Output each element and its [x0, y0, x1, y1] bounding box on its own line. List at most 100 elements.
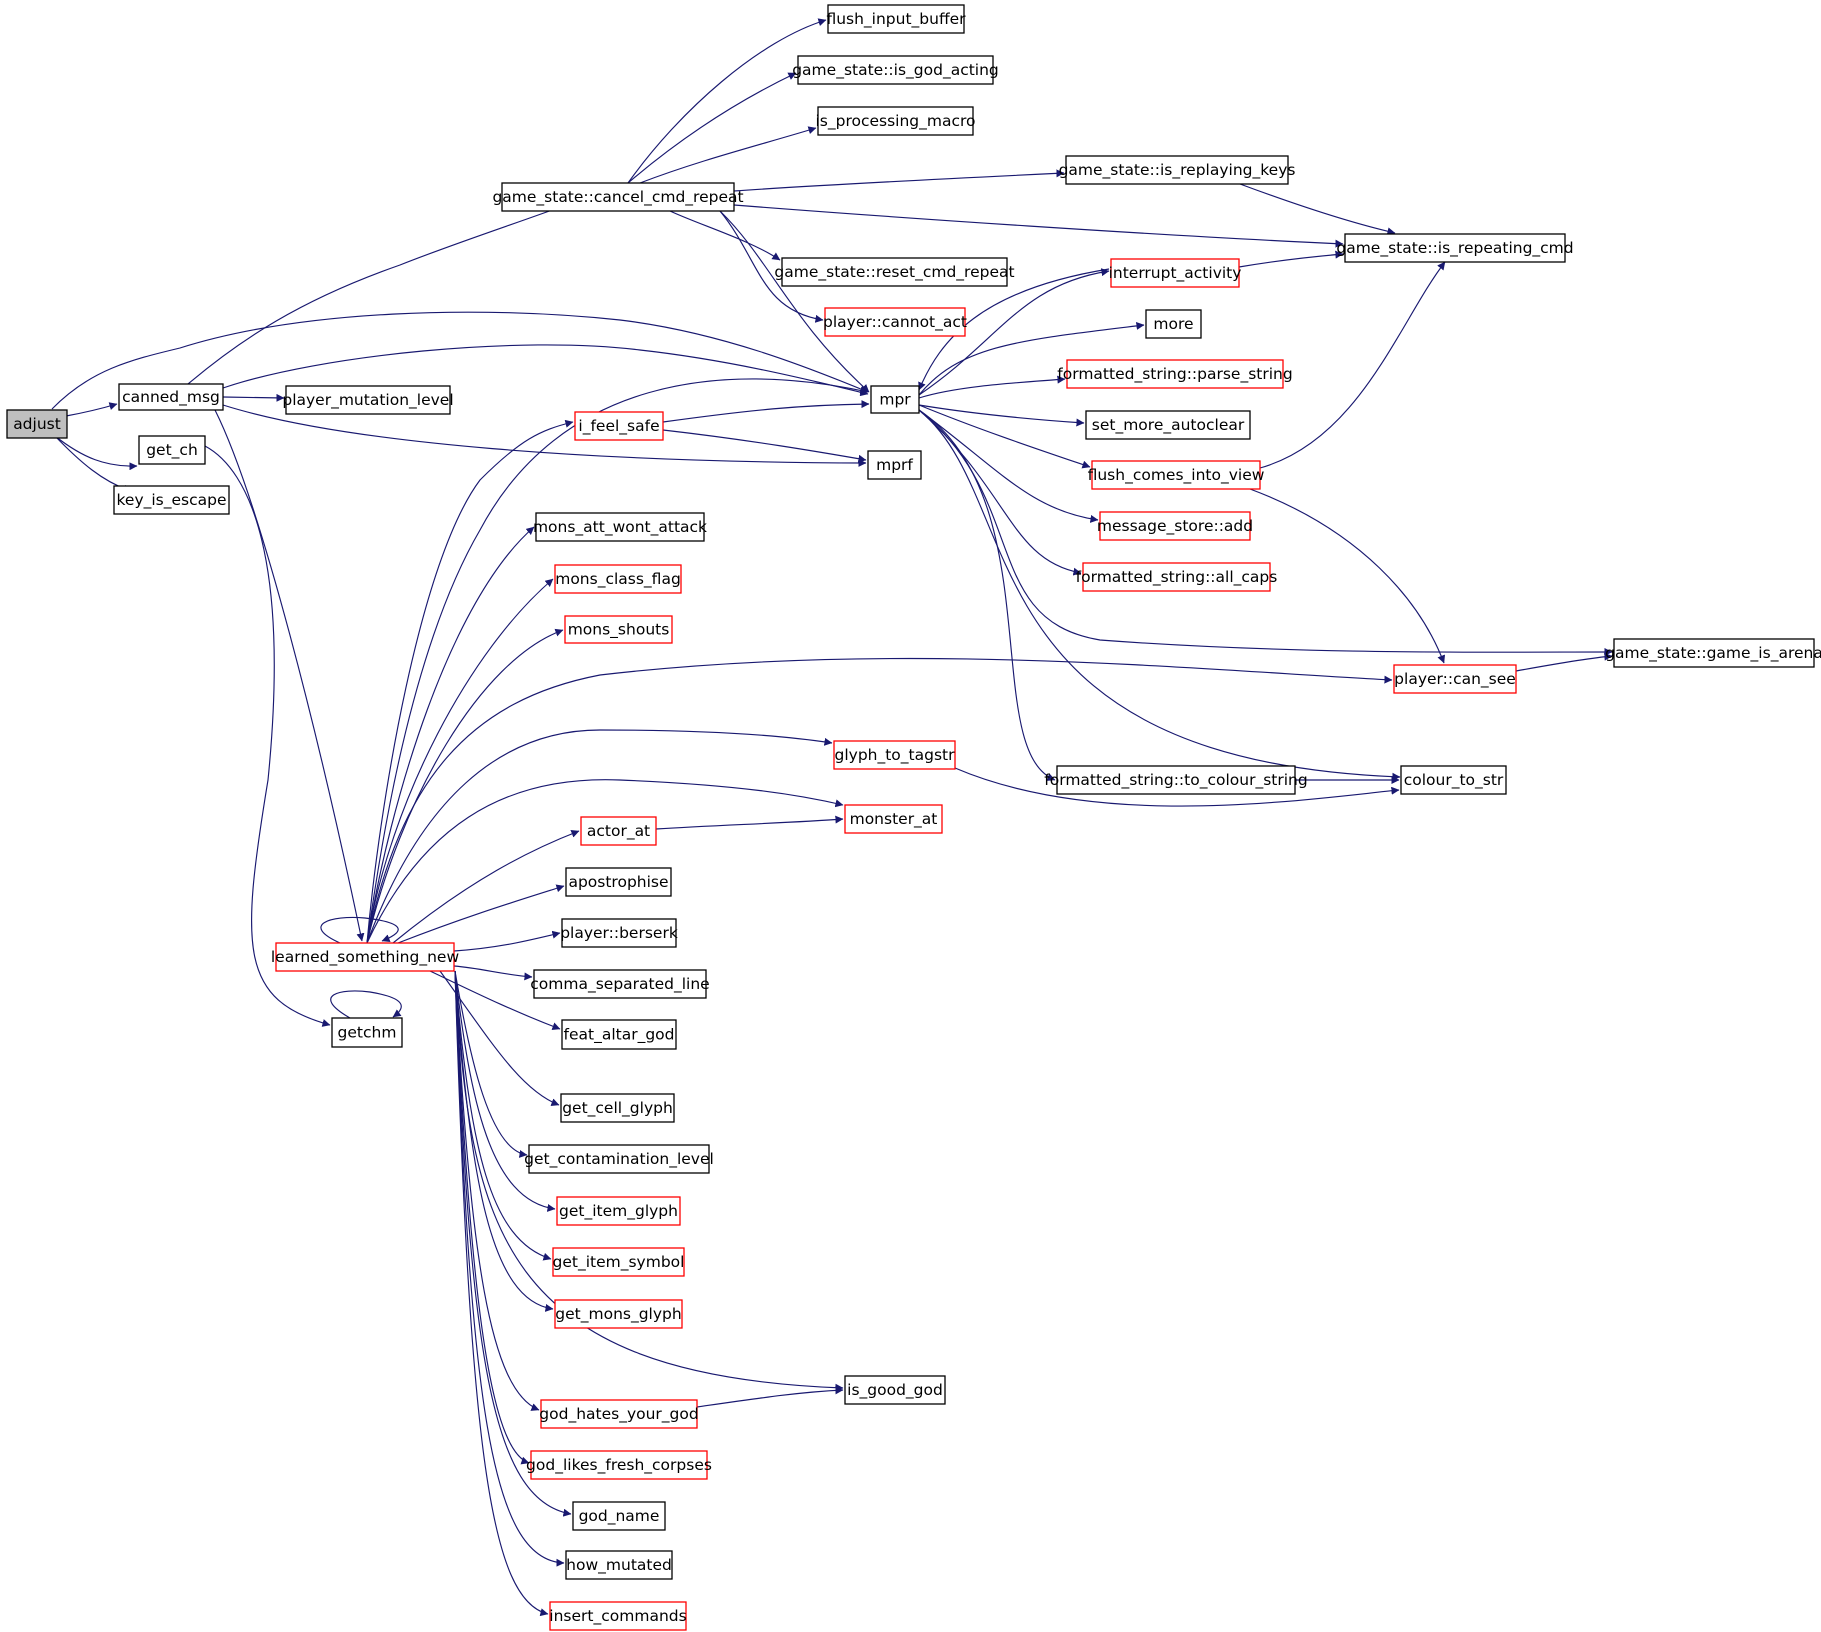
node-interrupt-activity[interactable]: interrupt_activity: [1109, 258, 1242, 288]
call-edge-learned-something-new: [453, 965, 533, 981]
call-edge-game-state-cancel-cmd-repeat: [719, 210, 824, 323]
node-box: [138, 435, 206, 465]
node-formatted-string-all-caps[interactable]: formatted_string::all_caps: [1076, 562, 1278, 592]
node-box: [564, 615, 673, 644]
node-get-item-symbol[interactable]: get_item_symbol: [552, 1247, 685, 1277]
node-mons-shouts[interactable]: mons_shouts: [564, 615, 673, 644]
call-edge-game-state-is-replaying-keys: [1239, 183, 1396, 236]
node-box: [560, 1093, 675, 1123]
node-game-state-is-replaying-keys[interactable]: game_state::is_replaying_keys: [1059, 155, 1296, 185]
node-mons-class-flag[interactable]: mons_class_flag: [554, 564, 682, 594]
call-edge-interrupt-activity: [1238, 250, 1344, 268]
node-set-more-autoclear[interactable]: set_more_autoclear: [1085, 410, 1251, 440]
node-box: [113, 485, 230, 515]
node-comma-separated-line[interactable]: comma_separated_line: [530, 969, 710, 999]
node-box: [1393, 664, 1517, 694]
node-feat-altar-god[interactable]: feat_altar_god: [561, 1019, 677, 1050]
node-game-state-reset-cmd-repeat[interactable]: game_state::reset_cmd_repeat: [774, 257, 1015, 287]
node-label: game_state::reset_cmd_repeat: [774, 263, 1014, 282]
node-is-processing-macro[interactable]: is_processing_macro: [815, 106, 976, 136]
call-edge-mpr: [918, 404, 1085, 427]
node-label: player::can_see: [1394, 670, 1516, 689]
node-game-state-game-is-arena[interactable]: game_state::game_is_arena: [1605, 638, 1821, 668]
node-i-feel-safe[interactable]: i_feel_safe: [574, 411, 664, 441]
node-label: more: [1153, 315, 1193, 333]
node-is-good-god[interactable]: is_good_god: [844, 1375, 946, 1405]
node-label: insert_commands: [549, 1607, 686, 1626]
node-game-state-is-god-acting[interactable]: game_state::is_god_acting: [792, 55, 999, 85]
node-flush-input-buffer[interactable]: flush_input_buffer: [826, 4, 966, 34]
node-actor-at[interactable]: actor_at: [580, 816, 657, 846]
node-colour-to-str[interactable]: colour_to_str: [1400, 765, 1507, 795]
node-player-berserk[interactable]: player::berserk: [560, 918, 678, 948]
node-player-mutation-level[interactable]: player_mutation_level: [282, 385, 454, 415]
call-edge-canned-msg: [222, 393, 285, 402]
node-learned-something-new[interactable]: learned_something_new: [271, 942, 460, 972]
node-label: game_state::is_replaying_keys: [1059, 161, 1296, 180]
call-edge-mpr: [918, 404, 1091, 469]
node-label: learned_something_new: [271, 948, 460, 967]
node-box: [781, 257, 1008, 287]
node-getchm[interactable]: getchm: [331, 1017, 403, 1048]
call-edge-mpr: [918, 409, 1099, 523]
node-label: mons_att_wont_attack: [533, 518, 707, 537]
node-formatted-string-parse-string[interactable]: formatted_string::parse_string: [1057, 359, 1293, 389]
node-get-contamination-level[interactable]: get_contamination_level: [524, 1144, 714, 1174]
call-edge-flush-comes-into-view: [1259, 261, 1446, 469]
call-edge-glyph-to-tagstr: [954, 767, 1400, 807]
node-box: [1145, 309, 1202, 339]
call-edge-learned-something-new: [366, 378, 869, 944]
node-get-mons-glyph[interactable]: get_mons_glyph: [554, 1299, 683, 1329]
call-edge-learned-something-new: [453, 930, 561, 952]
node-label: monster_at: [850, 810, 938, 829]
call-edge-learned-something-new: [454, 970, 528, 1158]
node-mpr[interactable]: mpr: [870, 385, 920, 414]
node-adjust[interactable]: adjust: [6, 409, 68, 439]
node-god-likes-fresh-corpses[interactable]: god_likes_fresh_corpses: [526, 1450, 712, 1480]
node-box: [554, 1299, 683, 1329]
node-game-state-cancel-cmd-repeat[interactable]: game_state::cancel_cmd_repeat: [492, 182, 744, 212]
node-box: [1085, 410, 1251, 440]
node-get-ch[interactable]: get_ch: [138, 435, 206, 465]
function-nodes: adjust canned_msg get_ch key_is_escape game_…: [6, 4, 1821, 1631]
node-formatted-string-to-colour-string[interactable]: formatted_string::to_colour_string: [1044, 765, 1308, 795]
node-box: [540, 1399, 698, 1429]
node-player-can-see[interactable]: player::can_see: [1393, 664, 1517, 694]
node-label: get_item_symbol: [553, 1253, 685, 1272]
node-mons-att-wont-attack[interactable]: mons_att_wont_attack: [533, 512, 707, 542]
node-glyph-to-tagstr[interactable]: glyph_to_tagstr: [833, 740, 956, 770]
node-player-cannot-act[interactable]: player::cannot_act: [823, 307, 967, 337]
node-game-state-is-repeating-cmd[interactable]: game_state::is_repeating_cmd: [1336, 233, 1574, 263]
node-how-mutated[interactable]: how_mutated: [565, 1550, 673, 1580]
call-edge-mpr: [918, 268, 1110, 396]
call-edge-i-feel-safe: [662, 429, 867, 463]
node-message-store-add[interactable]: message_store::add: [1097, 511, 1253, 541]
node-box: [827, 4, 965, 34]
node-label: flush_input_buffer: [826, 10, 966, 29]
node-label: actor_at: [587, 822, 650, 841]
node-label: formatted_string::parse_string: [1057, 365, 1292, 384]
node-box: [824, 307, 966, 337]
call-edge-actor-at: [655, 815, 844, 830]
node-insert-commands[interactable]: insert_commands: [549, 1601, 687, 1631]
node-apostrophise[interactable]: apostrophise: [565, 867, 672, 897]
node-box: [561, 918, 677, 948]
node-mprf[interactable]: mprf: [867, 450, 922, 480]
node-monster-at[interactable]: monster_at: [844, 804, 943, 834]
call-edge-learned-something-new: [392, 830, 580, 944]
call-edge-learned-something-new: [320, 916, 399, 944]
call-edge-mpr: [918, 409, 1613, 657]
node-get-cell-glyph[interactable]: get_cell_glyph: [560, 1093, 675, 1123]
node-flush-comes-into-view[interactable]: flush_comes_into_view: [1088, 460, 1265, 490]
node-label: get_cell_glyph: [562, 1099, 673, 1118]
node-god-name[interactable]: god_name: [572, 1501, 666, 1531]
call-edge-learned-something-new: [454, 970, 556, 1212]
node-get-item-glyph[interactable]: get_item_glyph: [556, 1196, 681, 1226]
call-edge-learned-something-new: [454, 970, 549, 1617]
node-god-hates-your-god[interactable]: god_hates_your_god: [539, 1399, 699, 1429]
call-edge-canned-msg: [222, 404, 867, 467]
node-key-is-escape[interactable]: key_is_escape: [113, 485, 230, 515]
node-canned-msg[interactable]: canned_msg: [118, 383, 224, 411]
node-label: set_more_autoclear: [1092, 416, 1245, 435]
node-more[interactable]: more: [1145, 309, 1202, 339]
